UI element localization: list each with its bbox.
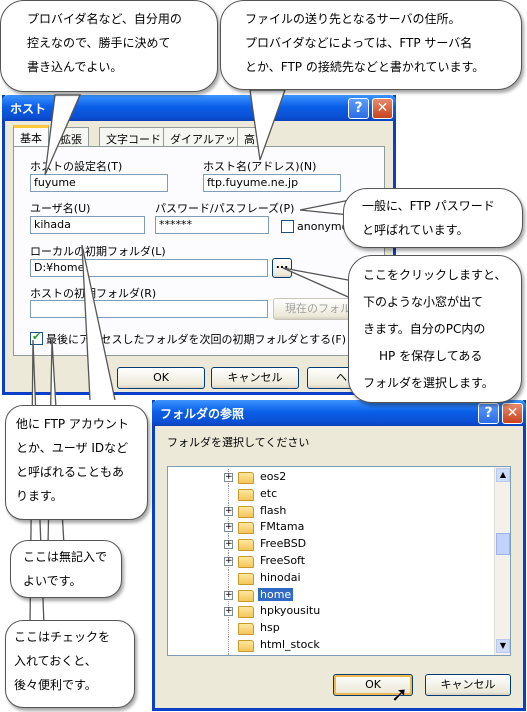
folder-tree-item[interactable]: html_stock <box>168 637 488 654</box>
folder-tree-item[interactable]: + hpkyousitu <box>168 603 488 621</box>
folder-name: html_stock <box>260 638 320 651</box>
folder-name: hsp <box>260 621 280 635</box>
host-setting-label: ホストの設定名(T) <box>30 160 123 173</box>
folder-name: home <box>258 587 294 601</box>
user-label: ユーザ名(U) <box>30 202 91 215</box>
callout-ftp-account: 他に FTP アカウント とか、ユーザ IDなど と呼ばれることもあ ります。 <box>5 405 148 520</box>
folder-icon <box>238 640 254 652</box>
host-name-label: ホスト名(アドレス)(N) <box>203 160 317 173</box>
folder-tree-item[interactable]: hinodai <box>168 569 488 587</box>
expand-toggle-icon[interactable]: + <box>224 505 233 516</box>
tree-guide-line <box>228 653 229 655</box>
folder-name: FreeBSD <box>260 537 307 551</box>
folder-ok-button[interactable]: OK <box>333 674 413 696</box>
folder-tree-item[interactable]: + FreeBSD <box>168 536 488 554</box>
folder-icon <box>238 623 254 636</box>
password-input[interactable]: ****** <box>155 216 269 234</box>
folder-name: flash <box>260 503 287 517</box>
callout-blank-ok: ここは無記入で よいです。 <box>10 540 122 598</box>
folder-tree-item[interactable]: + home <box>168 586 488 604</box>
expand-toggle-icon[interactable]: + <box>224 539 233 550</box>
folder-tree[interactable]: + eos2 etc + flash + FMtama + FreeBSD + FreeSoft hi… <box>167 466 511 656</box>
ok-button[interactable]: OK <box>117 367 205 389</box>
expand-toggle-icon[interactable]: + <box>224 556 233 566</box>
folder-name: eos2 <box>260 470 287 483</box>
folder-dialog-title: フォルダの参照 <box>160 407 245 421</box>
expand-toggle-icon[interactable]: + <box>224 589 233 600</box>
folder-name: image <box>258 655 296 656</box>
folder-icon <box>238 505 254 518</box>
scroll-down-arrow[interactable]: ▼ <box>496 639 510 653</box>
folder-tree-item[interactable]: hsp <box>168 620 488 638</box>
folder-icon <box>238 488 254 501</box>
folder-name: hinodai <box>260 570 301 584</box>
folder-name: FMtama <box>260 520 305 534</box>
callout-ftp-password: 一般に、FTP パスワード と呼ばれています。 <box>343 188 523 248</box>
tree-guide-line <box>228 569 229 587</box>
current-folder-button[interactable]: 現在のフォル <box>273 298 363 320</box>
folder-name: FreeSoft <box>260 554 306 567</box>
callout-provider-name: プロバイダ名など、自分用の 控えなので、勝手に決めて 書き込んでよい。 <box>0 0 218 92</box>
local-folder-label: ローカルの初期フォルダ(L) <box>30 245 166 258</box>
tree-guide-line <box>228 637 229 654</box>
local-folder-input[interactable]: D:¥home <box>30 259 268 277</box>
scroll-thumb[interactable] <box>496 533 510 555</box>
password-label: パスワード/パスフレーズ(P) <box>155 202 295 215</box>
tab-basic[interactable]: 基本 <box>13 125 49 147</box>
folder-browse-dialog: フォルダの参照 ? ✕ フォルダを選択してください + eos2 etc + flash… <box>152 400 526 711</box>
expand-toggle-icon[interactable]: + <box>224 522 233 533</box>
tree-guide-line <box>228 620 229 638</box>
tree-guide-line <box>228 485 229 503</box>
host-dialog-title: ホスト <box>10 102 47 116</box>
folder-tree-item[interactable]: + FreeSoft <box>168 553 488 570</box>
folder-icon <box>238 572 254 585</box>
expand-toggle-icon[interactable]: + <box>224 472 233 482</box>
folder-dialog-titlebar: フォルダの参照 ? ✕ <box>152 400 526 426</box>
folder-icon <box>238 472 254 484</box>
help-icon[interactable]: ? <box>348 98 369 119</box>
help-icon[interactable]: ? <box>478 403 499 424</box>
callout-check-tip: ここはチェックを 入れておくと、 後々便利です。 <box>5 620 135 708</box>
folder-prompt: フォルダを選択してください <box>167 436 310 449</box>
host-name-input[interactable]: ftp.fuyume.ne.jp <box>203 174 341 192</box>
folder-tree-item[interactable]: etc <box>168 485 488 503</box>
folder-name: hpkyousitu <box>260 604 321 618</box>
host-settings-dialog: ホスト ? ✕ 基本 拡張 文字コード ダイアルアップ 高 ホストの設定名(T)… <box>2 95 396 395</box>
folder-icon <box>238 606 254 619</box>
tree-scrollbar[interactable]: ▲ ▼ <box>494 467 510 655</box>
host-folder-label: ホストの初期フォルダ(R) <box>30 287 157 300</box>
browse-button[interactable]: ... <box>272 258 292 278</box>
folder-cancel-button[interactable]: キャンセル <box>425 674 511 696</box>
expand-toggle-icon[interactable]: + <box>224 606 233 617</box>
folder-tree-item[interactable]: +image <box>168 653 488 656</box>
host-setting-input[interactable]: fuyume <box>30 174 168 192</box>
close-icon[interactable]: ✕ <box>372 98 393 119</box>
remember-folder-label: 最後にアクセスしたフォルダを次回の初期フォルダとする(F) <box>46 333 347 346</box>
folder-icon <box>238 556 254 568</box>
folder-icon <box>238 539 254 552</box>
folder-icon <box>238 589 254 602</box>
callout-click-here: ここをクリックしますと、 下のような小窓が出て きます。自分のPC内の HP を… <box>348 255 522 403</box>
folder-tree-item[interactable]: + FMtama <box>168 519 488 537</box>
anonymous-label: anonymou <box>297 220 356 233</box>
folder-name: etc <box>260 486 278 500</box>
scroll-up-arrow[interactable]: ▲ <box>496 468 510 482</box>
folder-tree-list: + eos2 etc + flash + FMtama + FreeBSD + FreeSoft hi… <box>168 467 494 656</box>
user-input[interactable]: kihada <box>30 216 145 234</box>
checkmark-icon: ✔ <box>32 330 42 343</box>
folder-tree-item[interactable]: + eos2 <box>168 469 488 486</box>
callout-server-address: ファイルの送り先となるサーバの住所。 プロバイダなどによっては、FTP サーバ名… <box>220 0 522 90</box>
close-icon[interactable]: ✕ <box>502 403 523 424</box>
folder-tree-item[interactable]: + flash <box>168 502 488 520</box>
folder-icon <box>238 522 254 535</box>
cancel-button[interactable]: キャンセル <box>211 367 299 389</box>
anonymous-checkbox[interactable] <box>281 220 294 233</box>
pointer-cursor-icon: ➚ <box>391 682 408 706</box>
